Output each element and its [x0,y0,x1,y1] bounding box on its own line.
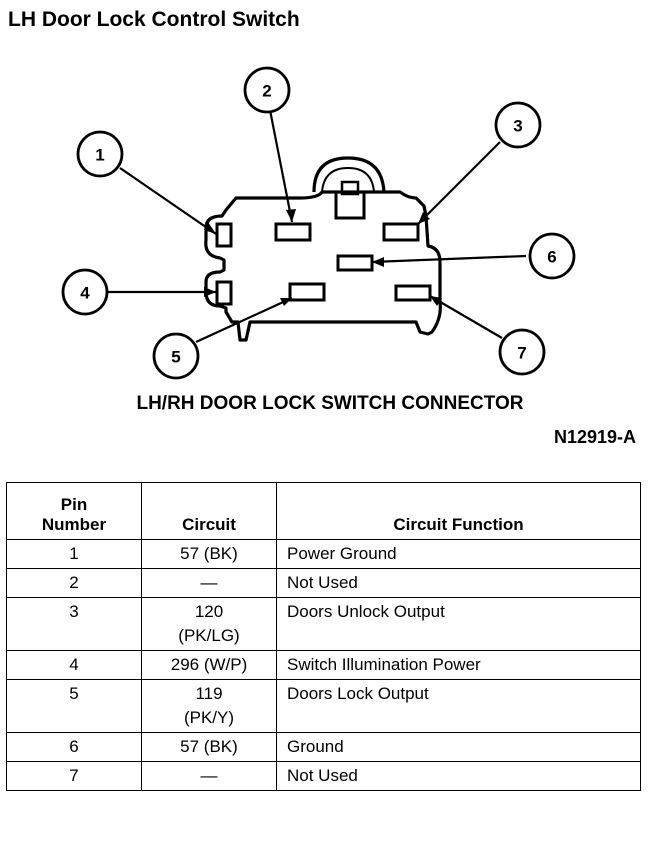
callout-label-1: 1 [95,146,104,165]
leader-line-1 [119,167,217,235]
table-header-row: Pin Number Circuit Circuit Function [6,482,641,540]
pin-table: Pin Number Circuit Circuit Function 1 57… [6,482,641,791]
circuit-cell: 119 (PK/Y) [141,679,277,733]
callout-circle-4 [61,268,109,316]
circuit-function-cell: Power Ground [276,539,641,569]
leader-arrow-5 [280,298,292,306]
circuit-function-cell: Doors Unlock Output [276,597,641,651]
callout-circle-3 [494,101,542,149]
circuit-function-cell: Not Used [276,568,641,598]
callout-circle-2 [243,66,291,114]
circuit-function-cell: Not Used [276,761,641,791]
leader-line-7 [429,295,503,339]
circuit-cell: 57 (BK) [141,732,277,762]
diagram-caption: LH/RH DOOR LOCK SWITCH CONNECTOR [136,393,524,414]
callout-label-3: 3 [513,117,522,136]
leader-arrow-3 [418,212,430,224]
table-row: 4 296 (W/P) Switch Illumination Power [6,650,641,680]
callout-label-4: 4 [80,284,90,303]
pin-number-cell: 1 [6,539,142,569]
pin-cavity-2 [274,222,312,242]
connector-latch [312,156,386,193]
header-circuit: Circuit [141,482,277,540]
table-row: 1 57 (BK) Power Ground [6,539,641,569]
circuit-cell: 120 (PK/LG) [141,597,277,651]
leader-line-3 [417,141,501,225]
leader-arrow-7 [430,296,442,306]
circuit-cell: 296 (W/P) [141,650,277,680]
header-circuit-function: Circuit Function [276,482,641,540]
leader-arrow-1 [204,222,216,234]
pin-number-cell: 2 [6,568,142,598]
table-row: 2 — Not Used [6,568,641,598]
callout-label-7: 7 [517,344,526,363]
table-row: 5 119 (PK/Y) Doors Lock Output [6,679,641,733]
circuit-function-cell: Ground [276,732,641,762]
leader-line-6 [371,254,527,264]
table-row: 6 57 (BK) Ground [6,732,641,762]
callout-label-6: 6 [547,248,556,267]
table-row: 3 120 (PK/LG) Doors Unlock Output [6,597,641,651]
leader-arrow-4 [204,287,216,297]
callout-circle-5 [152,332,200,380]
pin-number-cell: 6 [6,732,142,762]
circuit-cell: 57 (BK) [141,539,277,569]
connector-latch-nub [340,180,360,196]
leader-line-2 [268,109,294,223]
circuit-cell: — [141,568,277,598]
leader-arrow-2 [286,209,296,222]
pin-number-cell: 5 [6,679,142,733]
callout-circle-6 [528,232,576,280]
pin-cavity-7 [394,284,432,302]
pin-cavity-4 [215,280,233,306]
pin-cavity-5 [288,282,326,302]
connector-body [204,190,442,342]
header-pin-number: Pin Number [6,482,142,540]
pin-number-cell: 7 [6,761,142,791]
connector-diagram: 1 2 3 4 5 6 7 [61,66,576,380]
connector-latch-tab [334,190,366,220]
pin-number-cell: 3 [6,597,142,651]
circuit-cell: — [141,761,277,791]
circuit-function-cell: Doors Lock Output [276,679,641,733]
pin-cavity-3 [382,222,420,242]
callout-label-5: 5 [171,348,180,367]
connector-latch-inner [321,166,375,193]
callout-circle-1 [76,130,124,178]
pin-number-cell: 4 [6,650,142,680]
table-row: 7 — Not Used [6,761,641,791]
leader-arrow-6 [372,257,384,267]
callout-label-2: 2 [262,82,271,101]
pin-cavity-6 [336,254,374,272]
figure-id: N12919-A [553,427,636,447]
leader-line-5 [195,297,293,343]
circuit-function-cell: Switch Illumination Power [276,650,641,680]
pin-cavity-1 [215,222,233,248]
page-title: LH Door Lock Control Switch [8,8,300,31]
callout-circle-7 [498,328,546,376]
